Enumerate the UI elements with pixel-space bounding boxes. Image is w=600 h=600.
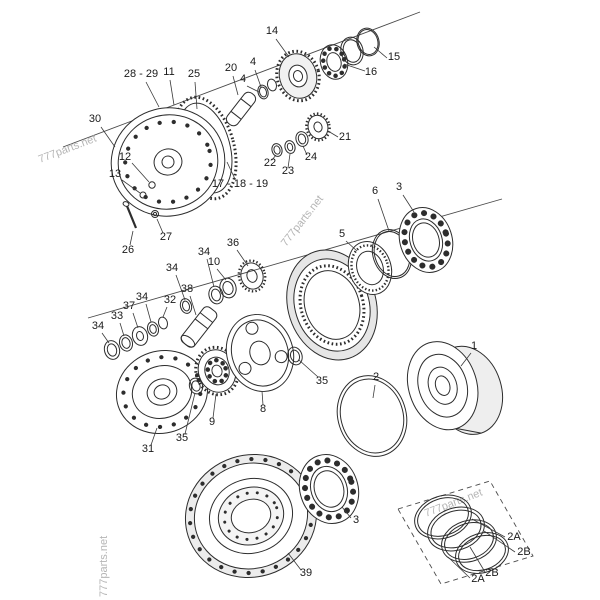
callout-2A: 2A — [471, 573, 485, 585]
callout-31: 31 — [142, 443, 154, 455]
part-carrier-plate — [225, 314, 295, 392]
leader-lines — [100, 38, 516, 579]
callout-2B: 2B — [517, 546, 530, 558]
callout-10: 10 — [208, 256, 220, 268]
callout-33: 33 — [111, 310, 123, 322]
part-small-gear — [305, 112, 331, 142]
callout-14: 14 — [266, 25, 278, 37]
part-cover-bolts — [122, 181, 159, 229]
part-ring — [103, 340, 121, 360]
stud-bolt — [125, 205, 138, 229]
part-washer — [271, 143, 283, 157]
callout-35: 35 — [316, 375, 328, 387]
part-housing — [184, 454, 318, 578]
nut — [151, 210, 159, 218]
part-washer — [284, 140, 296, 154]
callout-4: 4 — [240, 73, 246, 85]
part-gear — [275, 49, 321, 103]
callout-34: 34 — [166, 262, 178, 274]
part-coupling — [347, 241, 393, 295]
gear-teeth-ring — [237, 259, 267, 293]
bearing-rollers — [205, 357, 229, 385]
callout-2B: 2B — [485, 567, 498, 579]
part-cover — [110, 107, 226, 217]
gear-teeth-ring — [275, 49, 321, 103]
inner-bolt-circle — [222, 491, 280, 541]
callout-21: 21 — [339, 131, 351, 143]
bearing-rollers — [301, 457, 357, 521]
callout-17-18-19: 17 - 18 - 19 — [212, 178, 268, 190]
callout-3: 3 — [396, 181, 402, 193]
part-sun-shaft — [180, 306, 218, 348]
callout-35: 35 — [176, 432, 188, 444]
callout-36: 36 — [227, 237, 239, 249]
part-thrust-washer — [287, 346, 303, 366]
callout-20: 20 — [225, 62, 237, 74]
callout-15: 15 — [388, 51, 400, 63]
part-bearing — [298, 454, 360, 524]
part-thrust-washer — [188, 377, 204, 395]
callouts: 28 - 29 11 25 30 12 13 26 27 17 - 18 - 1… — [89, 25, 531, 585]
gear-teeth-ring — [305, 112, 331, 142]
part-ring — [179, 298, 193, 314]
part-shaft — [225, 91, 257, 127]
plate-outer — [225, 314, 295, 392]
bolt-head — [148, 181, 156, 189]
callout-34: 34 — [92, 320, 104, 332]
callout-2: 2 — [373, 371, 379, 383]
callout-39: 39 — [300, 567, 312, 579]
hub-face — [406, 341, 479, 431]
callout-28-29: 28 - 29 — [124, 68, 158, 80]
diagonal-band-line-top — [62, 11, 421, 148]
bearing-rollers — [401, 210, 451, 270]
callout-13: 13 — [109, 168, 121, 180]
part-ring — [157, 316, 169, 330]
part-snap-ring — [257, 84, 269, 100]
callout-4: 4 — [250, 56, 256, 68]
part-ring — [146, 321, 160, 337]
callout-5: 5 — [339, 228, 345, 240]
callout-3: 3 — [353, 514, 359, 526]
callout-32: 32 — [164, 294, 176, 306]
internal-teeth-ring — [298, 264, 366, 346]
callout-23: 23 — [282, 165, 294, 177]
part-hub — [406, 341, 504, 435]
spline-teeth-ring — [350, 244, 390, 292]
bolt-hole-circle — [123, 119, 213, 205]
callout-34: 34 — [198, 246, 210, 258]
callout-24: 24 — [305, 151, 317, 163]
part-ring — [219, 277, 237, 299]
callout-9: 9 — [209, 416, 215, 428]
part-washer — [131, 326, 149, 346]
seal-group-dashed-box — [397, 480, 534, 585]
callout-38: 38 — [181, 283, 193, 295]
callout-26: 26 — [122, 244, 134, 256]
part-washer — [295, 131, 309, 147]
callout-27: 27 — [160, 231, 172, 243]
callout-2A: 2A — [507, 531, 521, 543]
callout-37: 37 — [123, 300, 135, 312]
watermark: 777parts.net — [98, 536, 110, 597]
callout-6: 6 — [372, 185, 378, 197]
part-retaining-ring — [336, 375, 408, 457]
callout-8: 8 — [260, 403, 266, 415]
watermark: 777parts.net — [279, 193, 326, 249]
callout-12: 12 — [119, 151, 131, 163]
callout-25: 25 — [188, 68, 200, 80]
callout-34: 34 — [136, 291, 148, 303]
callout-16: 16 — [365, 66, 377, 78]
part-sun-gear — [237, 259, 267, 293]
part-snap-ring — [266, 78, 278, 92]
part-o-ring — [356, 27, 380, 57]
gear-teeth-ring — [172, 95, 238, 201]
callout-1: 1 — [471, 340, 477, 352]
callout-30: 30 — [89, 113, 101, 125]
part-ring — [118, 334, 134, 352]
callout-22: 22 — [264, 157, 276, 169]
watermark: 777parts.net — [37, 133, 98, 166]
part-seal-rings — [414, 494, 509, 574]
part-bearing — [398, 207, 454, 273]
callout-11: 11 — [163, 66, 174, 78]
